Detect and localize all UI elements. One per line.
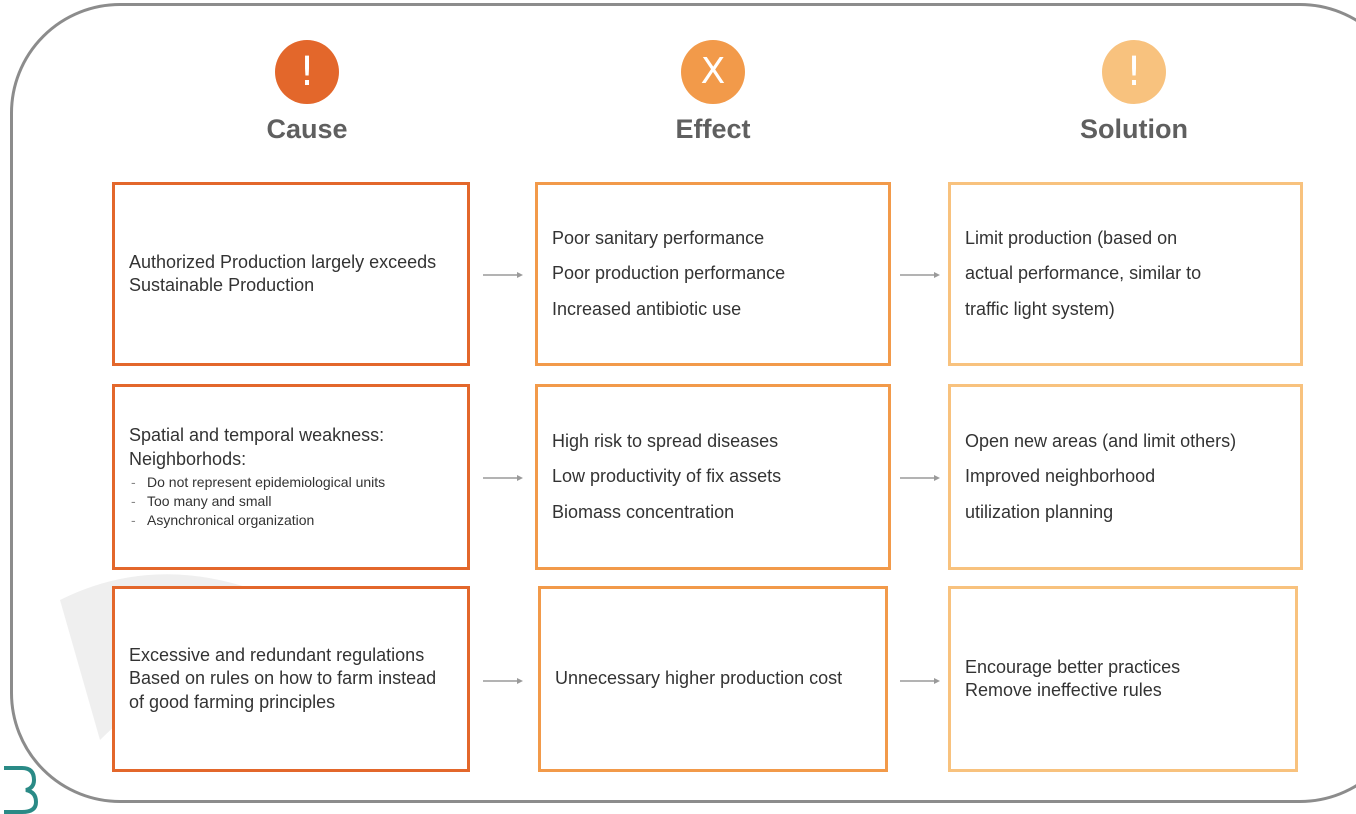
effect-text: Poor sanitary performance	[552, 227, 765, 248]
cause-box-3: Excessive and redundant regulations Base…	[112, 586, 470, 772]
effect-header: X Effect	[593, 40, 833, 145]
solution-text: actual performance, similar to	[965, 263, 1202, 284]
solution-title: Solution	[1080, 114, 1188, 144]
effect-title: Effect	[675, 114, 751, 144]
x-icon: X	[681, 40, 745, 104]
effect-text: Low productivity of fix assets	[552, 466, 782, 487]
effect-box-1: Poor sanitary performance Poor productio…	[535, 182, 891, 366]
arrow-icon	[900, 678, 940, 684]
cause-text: Neighborhods:	[129, 448, 247, 469]
arrow-icon	[483, 678, 523, 684]
cause-text: Authorized Production largely exceeds Su…	[129, 251, 437, 295]
solution-header: ! Solution	[1014, 40, 1254, 145]
logo-mark	[4, 766, 39, 814]
arrow-icon	[900, 475, 940, 481]
effect-text: Biomass concentration	[552, 501, 735, 522]
effect-text: Increased antibiotic use	[552, 298, 742, 319]
cause-box-1: Authorized Production largely exceeds Su…	[112, 182, 470, 366]
arrow-icon	[483, 272, 523, 278]
rounded-frame	[10, 3, 1356, 803]
cause-header: ! Cause	[187, 40, 427, 145]
effect-text: Unnecessary higher production cost	[555, 668, 843, 689]
solution-text: Remove ineffective rules	[965, 680, 1162, 700]
effect-box-3: Unnecessary higher production cost	[538, 586, 888, 772]
solution-text: Encourage better practices	[965, 656, 1181, 677]
exclamation-icon: !	[1102, 40, 1166, 104]
cause-text: Excessive and redundant regulations	[129, 644, 425, 665]
cause-bullet-list: Do not represent epidemiological units T…	[129, 473, 453, 530]
solution-box-1: Limit production (based on actual perfor…	[948, 182, 1303, 366]
effect-box-2: High risk to spread diseases Low product…	[535, 384, 891, 570]
cause-title: Cause	[266, 114, 348, 144]
exclamation-icon: !	[275, 40, 339, 104]
solution-text: Improved neighborhood	[965, 466, 1156, 487]
effect-text: High risk to spread diseases	[552, 430, 779, 451]
cause-box-2: Spatial and temporal weakness: Neighborh…	[112, 384, 470, 570]
effect-text: Poor production performance	[552, 263, 786, 284]
solution-text: Open new areas (and limit others)	[965, 430, 1237, 451]
list-item: Too many and small	[129, 492, 453, 511]
solution-text: utilization planning	[965, 501, 1114, 522]
solution-text: Limit production (based on	[965, 227, 1178, 248]
solution-box-3: Encourage better practices Remove ineffe…	[948, 586, 1298, 772]
cause-text: Spatial and temporal weakness:	[129, 425, 385, 446]
solution-text: traffic light system)	[965, 298, 1115, 319]
arrow-icon	[483, 475, 523, 481]
arrow-icon	[900, 272, 940, 278]
solution-box-2: Open new areas (and limit others) Improv…	[948, 384, 1303, 570]
cause-text: Based on rules on how to farm instead of…	[129, 668, 437, 712]
list-item: Asynchronical organization	[129, 511, 453, 530]
list-item: Do not represent epidemiological units	[129, 473, 453, 492]
